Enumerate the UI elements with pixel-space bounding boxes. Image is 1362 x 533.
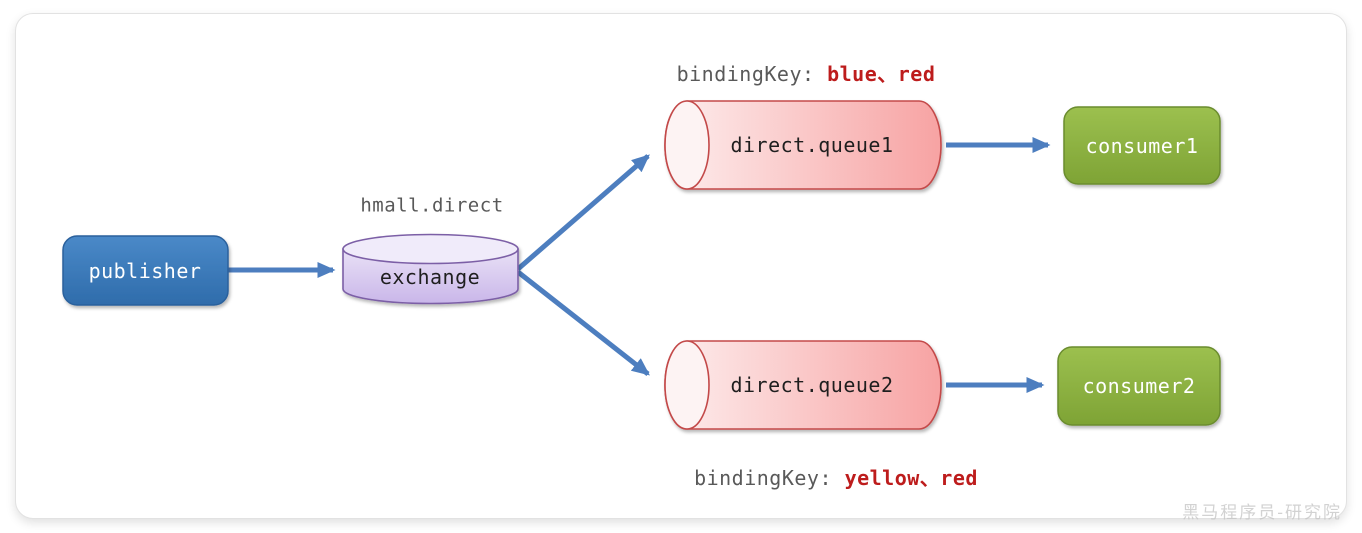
- queue2-label: direct.queue2: [730, 373, 894, 397]
- queue1-label: direct.queue1: [730, 133, 894, 157]
- publisher-label: publisher: [88, 259, 202, 283]
- arrow-exchange-to-queue1: [516, 154, 650, 271]
- arrow-exchange-to-queue2: [516, 270, 650, 376]
- queue2-cylinder-cap: [664, 340, 710, 430]
- consumer1-label: consumer1: [1085, 134, 1199, 158]
- publisher-node: [62, 235, 229, 306]
- binding-key-queue1-keys: blue、red: [827, 62, 936, 86]
- binding-key-queue1: bindingKey: blue、red: [677, 64, 936, 84]
- exchange-label: exchange: [379, 265, 481, 289]
- watermark: 黑马程序员-研究院: [1182, 503, 1342, 523]
- exchange-name-label: hmall.direct: [360, 194, 504, 217]
- exchange-cylinder-top: [342, 233, 519, 265]
- binding-key-queue2-prefix: bindingKey:: [694, 466, 845, 490]
- consumer1-node: [1063, 106, 1221, 185]
- consumer2-node: [1057, 346, 1221, 426]
- queue2-node: [664, 340, 942, 430]
- binding-key-queue2-keys: yellow、red: [844, 466, 978, 490]
- binding-key-queue2: bindingKey: yellow、red: [694, 468, 978, 488]
- diagram-panel: [15, 13, 1347, 519]
- queue1-cylinder-cap: [664, 100, 710, 190]
- queue1-node: [664, 100, 942, 190]
- exchange-node: [342, 233, 519, 305]
- binding-key-queue1-prefix: bindingKey:: [676, 62, 828, 86]
- consumer2-label: consumer2: [1082, 374, 1196, 398]
- exchange-cylinder-body: [342, 248, 519, 305]
